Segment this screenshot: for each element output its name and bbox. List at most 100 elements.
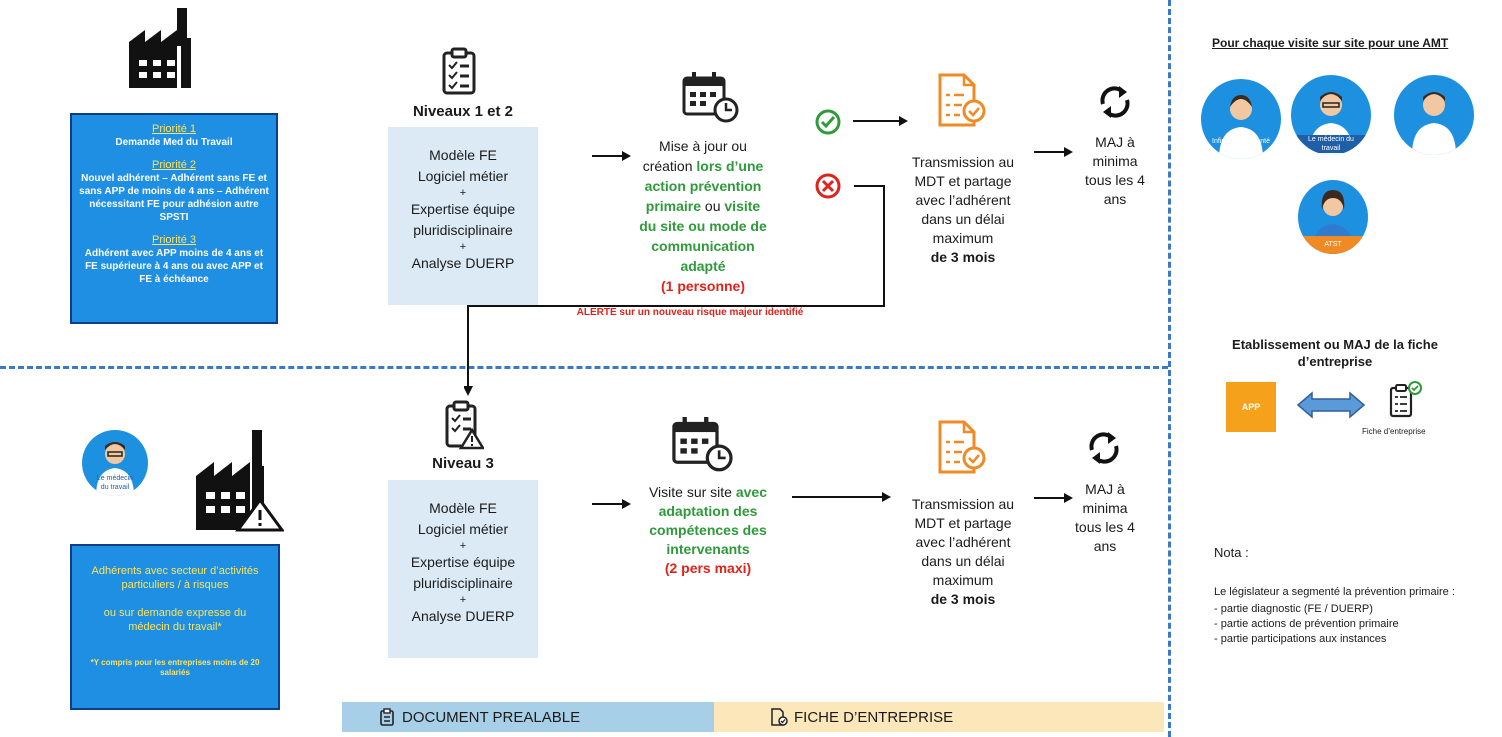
transmission-line: MDT et partage: [914, 515, 1012, 531]
refresh-icon: [1089, 432, 1119, 464]
update-persons: (1 personne): [660, 278, 745, 294]
transmission-line: maximum: [932, 572, 994, 588]
level-1-2-box: Modèle FE Logiciel métier + Expertise éq…: [388, 127, 538, 305]
maj-line: MAJ à: [1085, 481, 1125, 497]
priority-3-title: Priorité 3: [151, 234, 197, 246]
atst-avatar: ATST: [1298, 180, 1368, 254]
app-badge: APP: [1226, 382, 1276, 432]
update-highlight: lors d’une: [696, 158, 764, 174]
maj-line: MAJ à: [1095, 134, 1135, 150]
nota-title: Nota :: [1214, 545, 1249, 560]
update-highlight: primaire: [645, 198, 702, 214]
preventer-avatar: Préventeur: [1394, 75, 1474, 155]
establish-title: Etablissement ou MAJ de la fiche d’entre…: [1232, 337, 1438, 369]
transmission-line: Transmission au: [911, 154, 1015, 170]
clipboard-check-icon: [1389, 381, 1422, 418]
vertical-separator: [1168, 0, 1171, 737]
check-circle-icon: [815, 109, 841, 135]
transmission-line: avec l’adhérent: [915, 534, 1011, 550]
arrow-right-icon: [592, 151, 631, 161]
visit-persons: (2 pers maxi): [664, 560, 752, 576]
box-line: Analyse DUERP: [411, 608, 515, 624]
clipboard-warning-icon: [445, 400, 484, 450]
calendar-clock-icon: [682, 72, 739, 123]
visit-highlight: intervenants: [666, 541, 750, 557]
level-3-title: Niveau 3: [432, 455, 494, 472]
document-check-icon: [938, 420, 986, 474]
update-fragment: création: [642, 158, 697, 174]
priority-2-text: Nouvel adhérent – Adhérent sans FE et sa…: [79, 173, 269, 223]
box-line: Logiciel métier: [417, 168, 509, 184]
visit-highlight: compétences des: [649, 522, 767, 538]
maj-line: minima: [1092, 153, 1138, 169]
level-1-2-title: Niveaux 1 et 2: [412, 103, 514, 120]
refresh-icon: [1100, 86, 1130, 118]
box-line: Expertise équipe: [410, 554, 516, 570]
priority-2-title: Priorité 2: [151, 159, 197, 171]
arrow-right-icon: [1034, 147, 1073, 157]
box-plus: +: [459, 540, 467, 552]
doctor-label: Le médecin du travail: [1291, 135, 1371, 153]
transmission-line: avec l’adhérent: [915, 192, 1011, 208]
alert-text: ALERTE sur un nouveau risque majeur iden…: [576, 307, 804, 318]
risk-box: Adhérents avec secteur d’activités parti…: [70, 544, 280, 710]
nota-text: Le législateur a segmenté la prévention …: [1214, 586, 1455, 598]
risk-footnote: *Y compris pour les entreprises moins de…: [90, 658, 260, 677]
arrow-right-icon: [1034, 493, 1073, 503]
calendar-clock-icon: [672, 417, 733, 472]
box-line: Modèle FE: [429, 147, 497, 163]
visit-line: Visite sur site avec: [628, 483, 788, 502]
box-plus: +: [459, 594, 467, 606]
box-line: pluridisciplinaire: [413, 222, 513, 238]
atst-label: ATST: [1324, 241, 1342, 248]
priority-1-title: Priorité 1: [151, 123, 197, 135]
preventer-label: Préventeur: [1416, 140, 1452, 147]
visit-text: Visite sur site avec adaptation des comp…: [628, 483, 788, 578]
risk-text: Adhérents avec secteur d’activités parti…: [91, 565, 259, 591]
update-highlight: visite: [724, 198, 761, 214]
doctor-illustration: [96, 442, 134, 496]
box-line: Analyse DUERP: [411, 255, 515, 271]
nurse-label: Infirmière en santé au travail: [1212, 138, 1270, 154]
legend-document: DOCUMENT PREALABLE: [342, 702, 714, 732]
box-line: Modèle FE: [429, 500, 497, 516]
arrow-right-icon: [853, 116, 908, 126]
nurse-avatar: Infirmière en santé au travail: [1201, 79, 1281, 159]
atst-illustration: [1298, 190, 1368, 254]
alert-arrow-line: [464, 185, 885, 396]
box-line: Expertise équipe: [410, 201, 516, 217]
level-3-box: Modèle FE Logiciel métier + Expertise éq…: [388, 480, 538, 658]
factory-warning-icon: [196, 430, 284, 532]
clipboard-icon: [380, 708, 394, 726]
arrow-right-icon: [792, 492, 891, 502]
app-label: APP: [1241, 402, 1261, 412]
doctor-avatar: Le médecin du travail: [82, 430, 148, 496]
priority-1-text: Demande Med du Travail: [115, 137, 233, 148]
transmission-text-top: Transmission au MDT et partage avec l’ad…: [893, 153, 1033, 267]
update-highlight: du site ou mode de: [639, 218, 767, 234]
box-plus: +: [459, 241, 467, 253]
transmission-text-bottom: Transmission au MDT et partage avec l’ad…: [893, 495, 1033, 609]
priority-3-text: Adhérent avec APP moins de 4 ans et FE s…: [84, 248, 264, 285]
maj-line: ans: [1093, 538, 1117, 554]
maj-line: ans: [1103, 191, 1127, 207]
legend-fiche: FICHE D’ENTREPRISE: [714, 702, 1164, 732]
maj-line: minima: [1082, 500, 1128, 516]
doctor-label: Le médecin du travail: [96, 475, 134, 491]
transmission-line: dans un délai: [921, 553, 1005, 569]
maj-line: tous les 4: [1085, 172, 1145, 188]
visit-highlight: avec: [735, 484, 768, 500]
box-line: pluridisciplinaire: [413, 575, 513, 591]
transmission-delay: de 3 mois: [930, 591, 996, 607]
transmission-line: maximum: [932, 230, 994, 246]
update-text: Mise à jour ou création lors d’une actio…: [624, 136, 782, 296]
legend-fiche-label: FICHE D’ENTREPRISE: [794, 708, 954, 726]
arrow-right-icon: [592, 499, 631, 509]
update-highlight: action prévention: [644, 178, 762, 194]
legend-document-label: DOCUMENT PREALABLE: [402, 708, 581, 726]
transmission-line: MDT et partage: [914, 173, 1012, 189]
visit-highlight: adaptation des: [658, 503, 758, 519]
nota-item: - partie participations aux instances: [1214, 633, 1387, 645]
update-line: création lors d’une: [624, 156, 782, 176]
visit-fragment: Visite sur site: [648, 484, 736, 500]
